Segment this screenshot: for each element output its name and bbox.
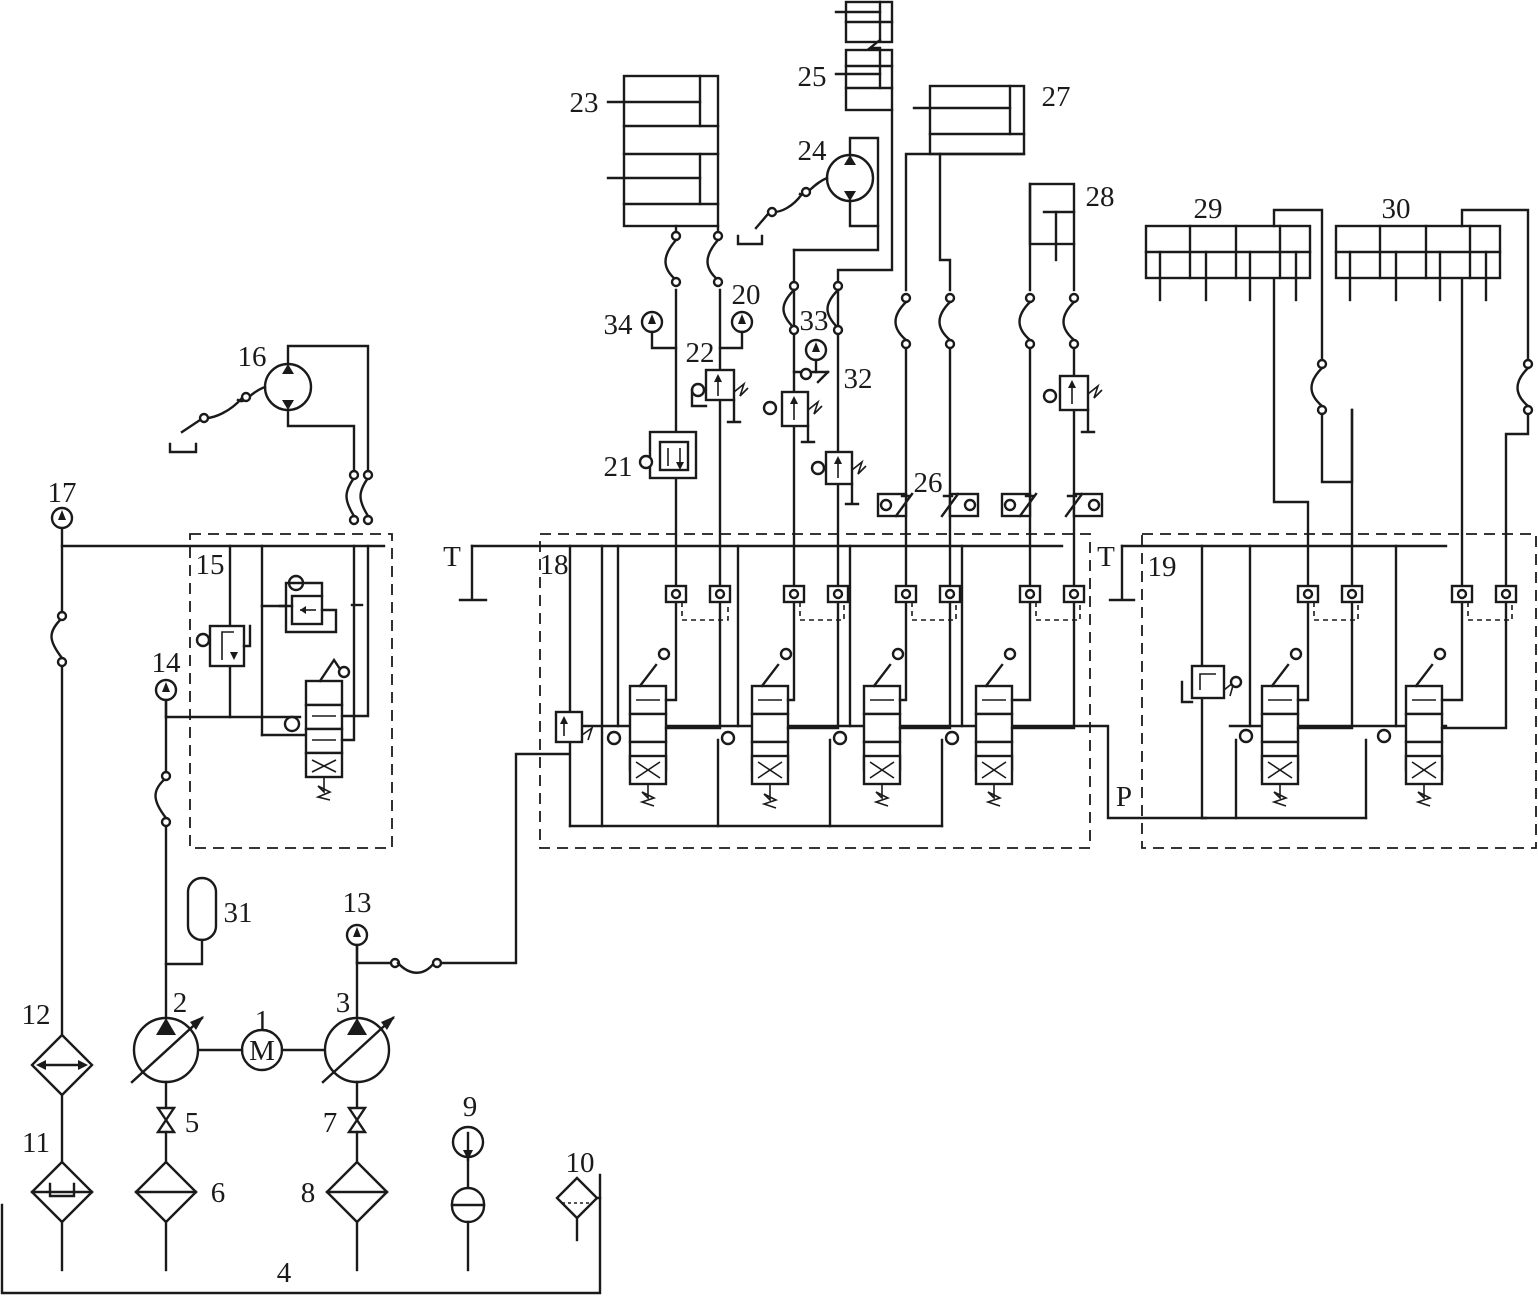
label-1: 1 — [255, 1005, 270, 1037]
accumulator-31 — [164, 876, 218, 966]
valve-block-18 — [458, 533, 1208, 849]
label-12: 12 — [22, 999, 51, 1031]
directional-valve-section-2 — [720, 647, 793, 809]
label-tank-2: T — [1097, 541, 1115, 573]
label-24: 24 — [798, 135, 828, 167]
directional-valve-section-6 — [1376, 647, 1447, 807]
oil-cooler-12 — [30, 660, 94, 1097]
pressure-gauge-20 — [718, 310, 754, 350]
label-13: 13 — [343, 887, 372, 919]
level-gauge-9 — [450, 1125, 486, 1272]
pressure-valve-21 — [638, 430, 698, 480]
label-32: 32 — [844, 363, 873, 395]
pressure-gauge-14 — [154, 678, 302, 719]
hydraulic-motor-24 — [736, 136, 880, 246]
directional-valve-section-1 — [606, 647, 671, 807]
label-25: 25 — [798, 61, 827, 93]
label-33: 33 — [800, 305, 829, 337]
reservoir-tank — [0, 1173, 602, 1295]
valve-block-15 — [189, 533, 393, 849]
work-ports-block-18 — [664, 248, 1086, 730]
label-26: 26 — [914, 467, 943, 499]
relief-valve-32 — [762, 390, 823, 444]
return-filter-11 — [30, 1093, 94, 1272]
variable-pump-3 — [321, 943, 395, 1110]
suction-filter-6 — [134, 1160, 198, 1272]
label-5: 5 — [185, 1107, 200, 1139]
pressure-gauge-33 — [792, 338, 830, 384]
label-11: 11 — [22, 1127, 50, 1159]
throttle-check-valves-26 — [876, 492, 1104, 518]
label-10: 10 — [566, 1147, 595, 1179]
cylinder-bank-29 — [1144, 208, 1354, 484]
pressure-hose-pump2 — [154, 698, 172, 828]
component-labels: 1 2 3 4 5 6 7 8 9 10 11 12 13 14 15 16 1… — [22, 61, 1411, 1289]
pressure-gauge-17 — [50, 506, 74, 530]
relief-valve-lower — [810, 450, 867, 506]
label-30: 30 — [1382, 193, 1411, 225]
electric-motor: M — [196, 1028, 328, 1072]
shutoff-valve-5 — [155, 1106, 177, 1164]
suction-filter-8 — [325, 1160, 389, 1272]
motor-24-hoses — [782, 280, 844, 336]
directional-valve-section-4 — [944, 647, 1017, 807]
label-7: 7 — [323, 1107, 338, 1139]
cylinder-27 — [894, 84, 1026, 350]
label-8: 8 — [301, 1177, 316, 1209]
double-cylinder-23 — [606, 74, 724, 288]
label-pressure-port: P — [1116, 781, 1132, 813]
label-16: 16 — [238, 341, 267, 373]
label-3: 3 — [336, 987, 351, 1019]
label-tank-1: T — [443, 541, 461, 573]
variable-pump-2 — [130, 820, 204, 1110]
motor-symbol-label: M — [249, 1035, 275, 1067]
label-15: 15 — [196, 549, 225, 581]
cylinder-25 — [792, 0, 894, 292]
label-20: 20 — [732, 279, 761, 311]
cylinder-28 — [1018, 182, 1080, 350]
label-22: 22 — [686, 337, 715, 369]
label-9: 9 — [463, 1091, 478, 1123]
relief-valve-22 — [690, 368, 749, 424]
pressure-gauge-34 — [640, 310, 678, 350]
directional-valve-section-3 — [832, 647, 905, 807]
cylinder-bank-30 — [1334, 208, 1534, 416]
return-hose — [50, 528, 68, 668]
label-28: 28 — [1086, 181, 1115, 213]
label-17: 17 — [48, 477, 77, 509]
label-27: 27 — [1042, 81, 1071, 113]
shutoff-valve-7 — [346, 1106, 368, 1164]
motor-16-hoses — [286, 344, 374, 526]
label-18: 18 — [540, 549, 569, 581]
label-21: 21 — [604, 451, 633, 483]
label-2: 2 — [173, 987, 188, 1019]
label-4: 4 — [277, 1257, 292, 1289]
label-31: 31 — [224, 897, 253, 929]
label-6: 6 — [211, 1177, 226, 1209]
label-19: 19 — [1148, 551, 1177, 583]
directional-valve-section-5 — [1238, 647, 1303, 807]
label-29: 29 — [1194, 193, 1223, 225]
label-14: 14 — [152, 647, 182, 679]
work-ports-block-19 — [1272, 276, 1530, 730]
air-breather-10 — [555, 1176, 602, 1242]
hydraulic-motor-16 — [168, 362, 313, 454]
relief-valve-28 — [1042, 374, 1103, 434]
pressure-gauge-13 — [345, 752, 570, 974]
label-34: 34 — [604, 309, 634, 341]
label-23: 23 — [570, 87, 599, 119]
